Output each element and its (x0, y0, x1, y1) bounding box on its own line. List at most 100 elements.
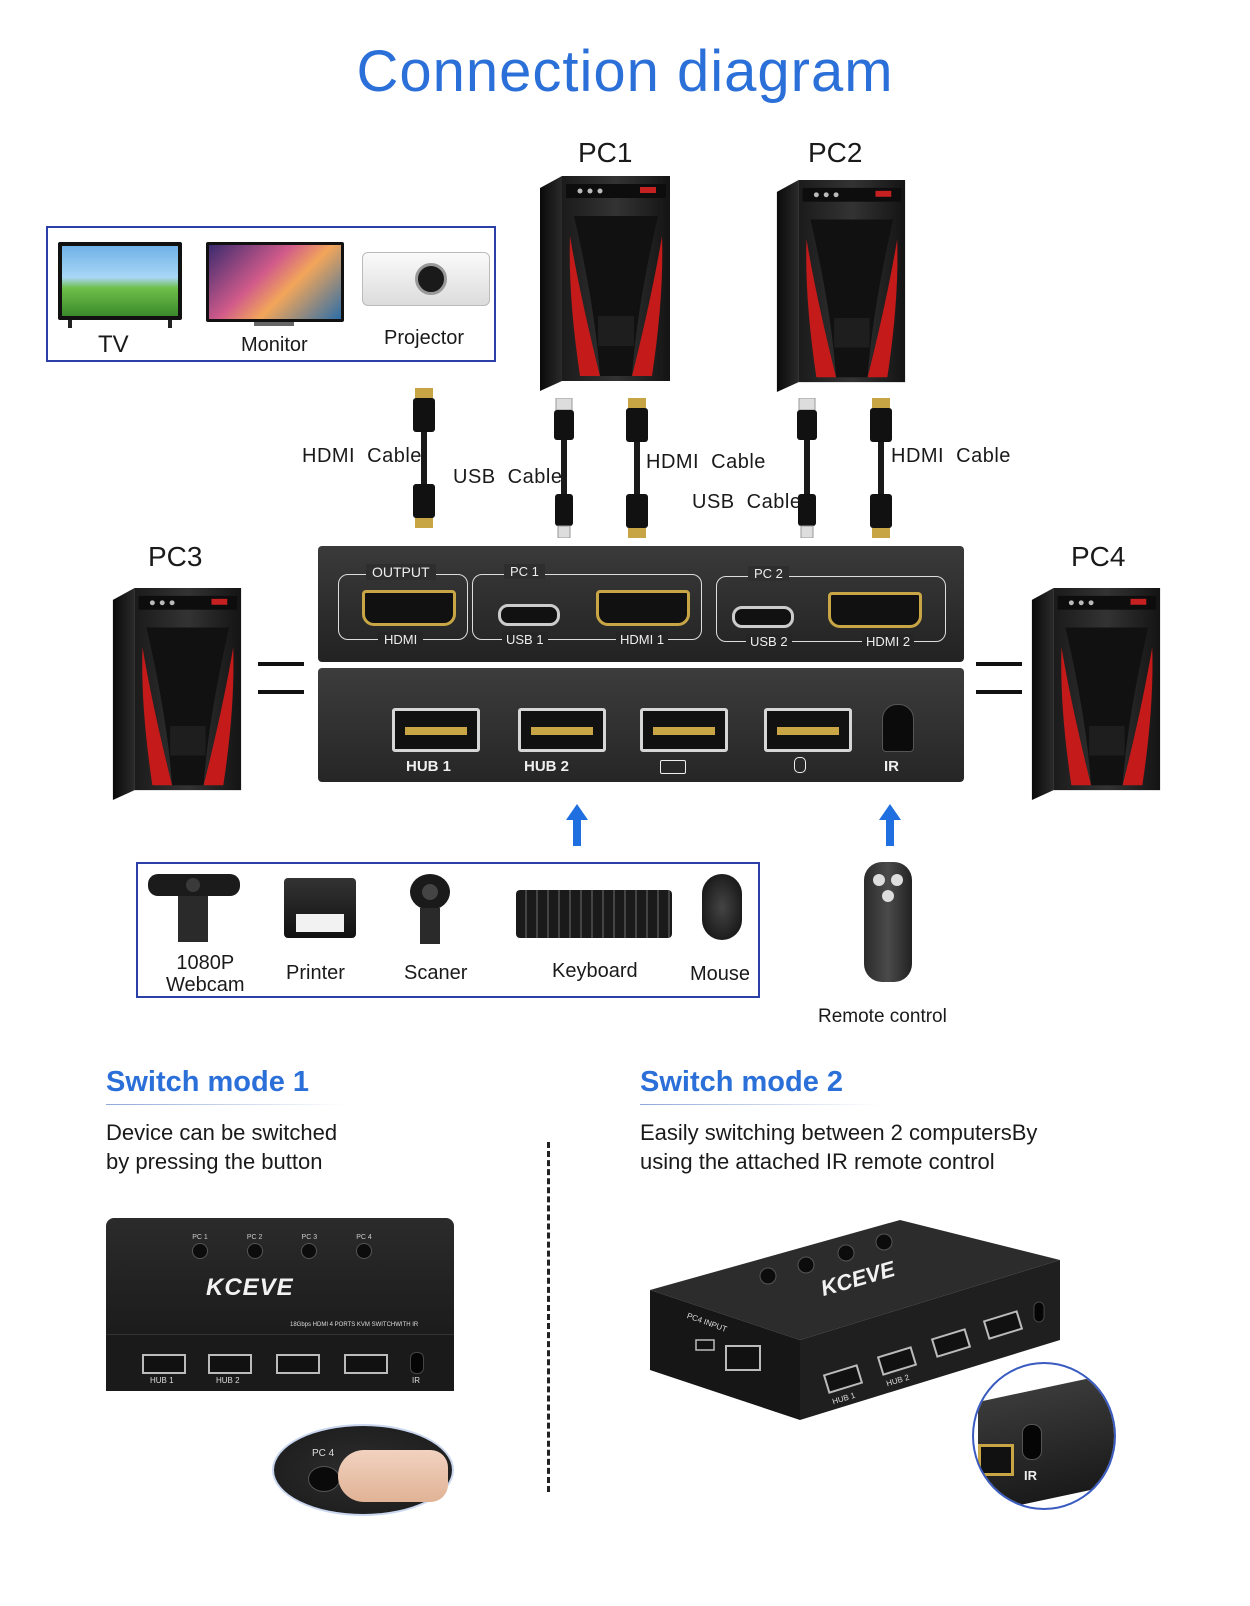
mode1-brand-logo: KCEVE (206, 1274, 294, 1301)
printer-label: Printer (286, 962, 345, 984)
remote-control-icon (864, 862, 912, 982)
output-hdmi-cable-label: HDMI Cable (302, 445, 422, 467)
hub2-label: HUB 2 (524, 758, 570, 775)
mode2-underline (640, 1104, 880, 1105)
hub1-label: HUB 1 (406, 758, 452, 775)
pc2-port-label: PC 2 (748, 566, 789, 581)
mode1-ir-sensor (410, 1352, 424, 1374)
displays-box: TV Monitor Projector (46, 226, 496, 362)
pc1-tower-icon (540, 176, 670, 391)
tv-icon (58, 242, 182, 320)
webcam-label: 1080P Webcam (166, 952, 245, 996)
mode1-zoom-circle: PC 4 (272, 1424, 454, 1516)
keyboard-device-icon (516, 890, 672, 938)
mouse-device-icon (702, 874, 742, 940)
pc1-label: PC1 (578, 137, 633, 168)
pc4-select-button[interactable] (355, 1243, 372, 1259)
pc3-select-button[interactable] (301, 1243, 318, 1259)
mode1-title: Switch mode 1 (106, 1066, 310, 1098)
usb2-port (732, 606, 794, 628)
pc1-select-button[interactable] (192, 1243, 208, 1259)
pc2-usb-cable-icon (796, 398, 818, 538)
pc2-hdmi-cable-icon (870, 398, 892, 538)
pc4-tower-icon (1031, 588, 1161, 800)
ir-label: IR (884, 758, 899, 775)
remote-label: Remote control (818, 1006, 947, 1027)
pc2-usb-cable-label: USB Cable (692, 491, 802, 513)
output-hdmi-label: HDMI (378, 632, 424, 647)
keyboard-icon (660, 760, 686, 774)
mode1-zoom-button (308, 1466, 340, 1492)
mode1-keyboard-port (276, 1354, 320, 1374)
pc3-tower-icon (112, 588, 242, 800)
mode1-hub2-label: HUB 2 (216, 1376, 240, 1385)
display-label-tv: TV (98, 331, 129, 358)
mouse-label: Mouse (690, 963, 751, 985)
ir-sensor (882, 704, 914, 752)
pc3-usb-cable-icon (258, 690, 304, 694)
mode2-ir-sensor (1022, 1424, 1042, 1460)
pc1-port-label: PC 1 (504, 564, 545, 579)
mode1-button-row: PC 1 PC 2 PC 3 PC 4 (192, 1234, 372, 1261)
mouse-icon (794, 757, 806, 773)
pc4-hdmi-cable-icon (976, 662, 1022, 666)
output-port-label: OUTPUT (366, 564, 436, 580)
mode2-device-body-icon (650, 1220, 1060, 1420)
mode1-underline (106, 1104, 346, 1105)
mode2-device: KCEVE PC4 INPUT HUB 1 HUB 2 (650, 1220, 1060, 1420)
hdmi2-label: HDMI 2 (862, 634, 915, 649)
keyboard-label: Keyboard (552, 960, 638, 982)
mode1-hub1-port (142, 1354, 186, 1374)
pc4-label: PC4 (1071, 541, 1126, 572)
output-hdmi-port (362, 590, 456, 626)
pc1-group (472, 574, 702, 640)
hdmi1-label: HDMI 1 (616, 632, 669, 647)
scanner-icon (410, 874, 450, 910)
mode2-zoom-label: IR (1024, 1468, 1037, 1483)
mouse-port (764, 708, 852, 752)
mode1-zoom-label: PC 4 (312, 1448, 335, 1459)
keyboard-port (640, 708, 728, 752)
pc1-hdmi-cable-label: HDMI Cable (646, 451, 766, 473)
printer-icon (284, 878, 356, 938)
switch-back-panel: OUTPUT HDMI PC 1 USB 1 HDMI 1 PC 2 USB 2… (318, 546, 964, 662)
hdmi2-port (828, 592, 922, 628)
usb1-port (498, 604, 560, 626)
mode2-zoom-circle: IR (972, 1362, 1116, 1510)
finger-icon (338, 1450, 448, 1502)
mode1-ir-label: IR (412, 1376, 420, 1385)
pc2-select-button[interactable] (246, 1243, 263, 1259)
switch-front-panel: HUB 1 HUB 2 IR (318, 668, 964, 782)
usb2-label: USB 2 (746, 634, 792, 649)
webcam-icon (148, 874, 240, 896)
pc2-label: PC2 (808, 137, 863, 168)
pc4-usb-cable-icon (976, 690, 1022, 694)
mode2-title: Switch mode 2 (640, 1066, 844, 1098)
peripherals-arrow-icon (566, 804, 588, 846)
pc3-hdmi-cable-icon (258, 662, 304, 666)
mode2-text: Easily switching between 2 computersBy u… (640, 1120, 1038, 1174)
mode1-text: Device can be switched by pressing the b… (106, 1120, 338, 1174)
hub2-port (518, 708, 606, 752)
display-label-monitor: Monitor (241, 334, 308, 356)
scanner-label: Scaner (404, 962, 468, 984)
pc2-hdmi-cable-label: HDMI Cable (891, 445, 1011, 467)
pc2-tower-icon (776, 180, 906, 392)
hub1-port (392, 708, 480, 752)
projector-icon (362, 252, 490, 306)
mode1-hub2-port (208, 1354, 252, 1374)
page-title: Connection diagram (356, 39, 894, 104)
mode-divider (547, 1142, 550, 1492)
remote-arrow-icon (879, 804, 901, 846)
hdmi1-port (596, 590, 690, 626)
display-label-projector: Projector (384, 327, 465, 349)
monitor-icon (206, 242, 344, 322)
usb1-label: USB 1 (502, 632, 548, 647)
mode1-subtitle: 18Gbps HDMI 4 PORTS KVM SWITCHWITH IR (290, 1322, 419, 1328)
pc3-label: PC3 (148, 541, 203, 572)
peripherals-box: 1080P Webcam Printer Scaner Keyboard Mou… (136, 862, 760, 998)
mode1-device: PC 1 PC 2 PC 3 PC 4 KCEVE 18Gbps HDMI 4 … (106, 1218, 454, 1391)
mode1-mouse-port (344, 1354, 388, 1374)
pc1-usb-cable-label: USB Cable (453, 466, 563, 488)
pc2-group (716, 576, 946, 642)
